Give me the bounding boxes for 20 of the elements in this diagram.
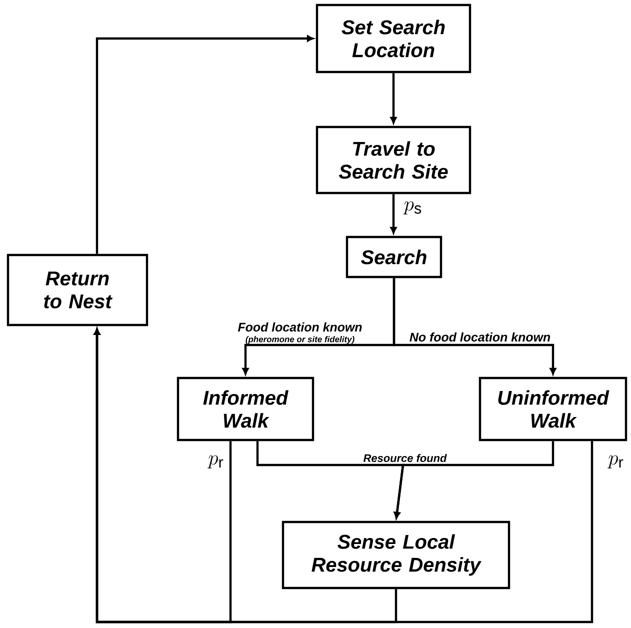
process-box: Informed Walk: [176, 376, 314, 442]
process-box: Search: [346, 236, 442, 278]
process-box: Return to Nest: [6, 254, 148, 326]
note: (pheromone or site fidelity): [246, 336, 354, 344]
arrow: [390, 73, 397, 124]
edge-label: $p_\mathrm{r}$: [607, 454, 625, 470]
arrow: [392, 278, 556, 375]
arrow: [394, 441, 554, 519]
edge-label: Resource found: [362, 452, 448, 464]
edge-label: No food location known: [408, 331, 552, 343]
process-box: Sense Local Resource Density: [282, 520, 510, 590]
arrow: [94, 328, 398, 624]
edge-label: Food location known: [236, 321, 364, 333]
process-box: Travel to Search Site: [316, 126, 472, 194]
edge-label: $p_\mathrm{r}$: [207, 454, 225, 470]
arrow: [390, 194, 397, 234]
process-box: Uninformed Walk: [478, 376, 628, 442]
edge-label: $p_\mathrm{s}$: [402, 200, 424, 216]
process-box: Set Search Location: [316, 4, 472, 74]
arrow: [96, 35, 314, 254]
